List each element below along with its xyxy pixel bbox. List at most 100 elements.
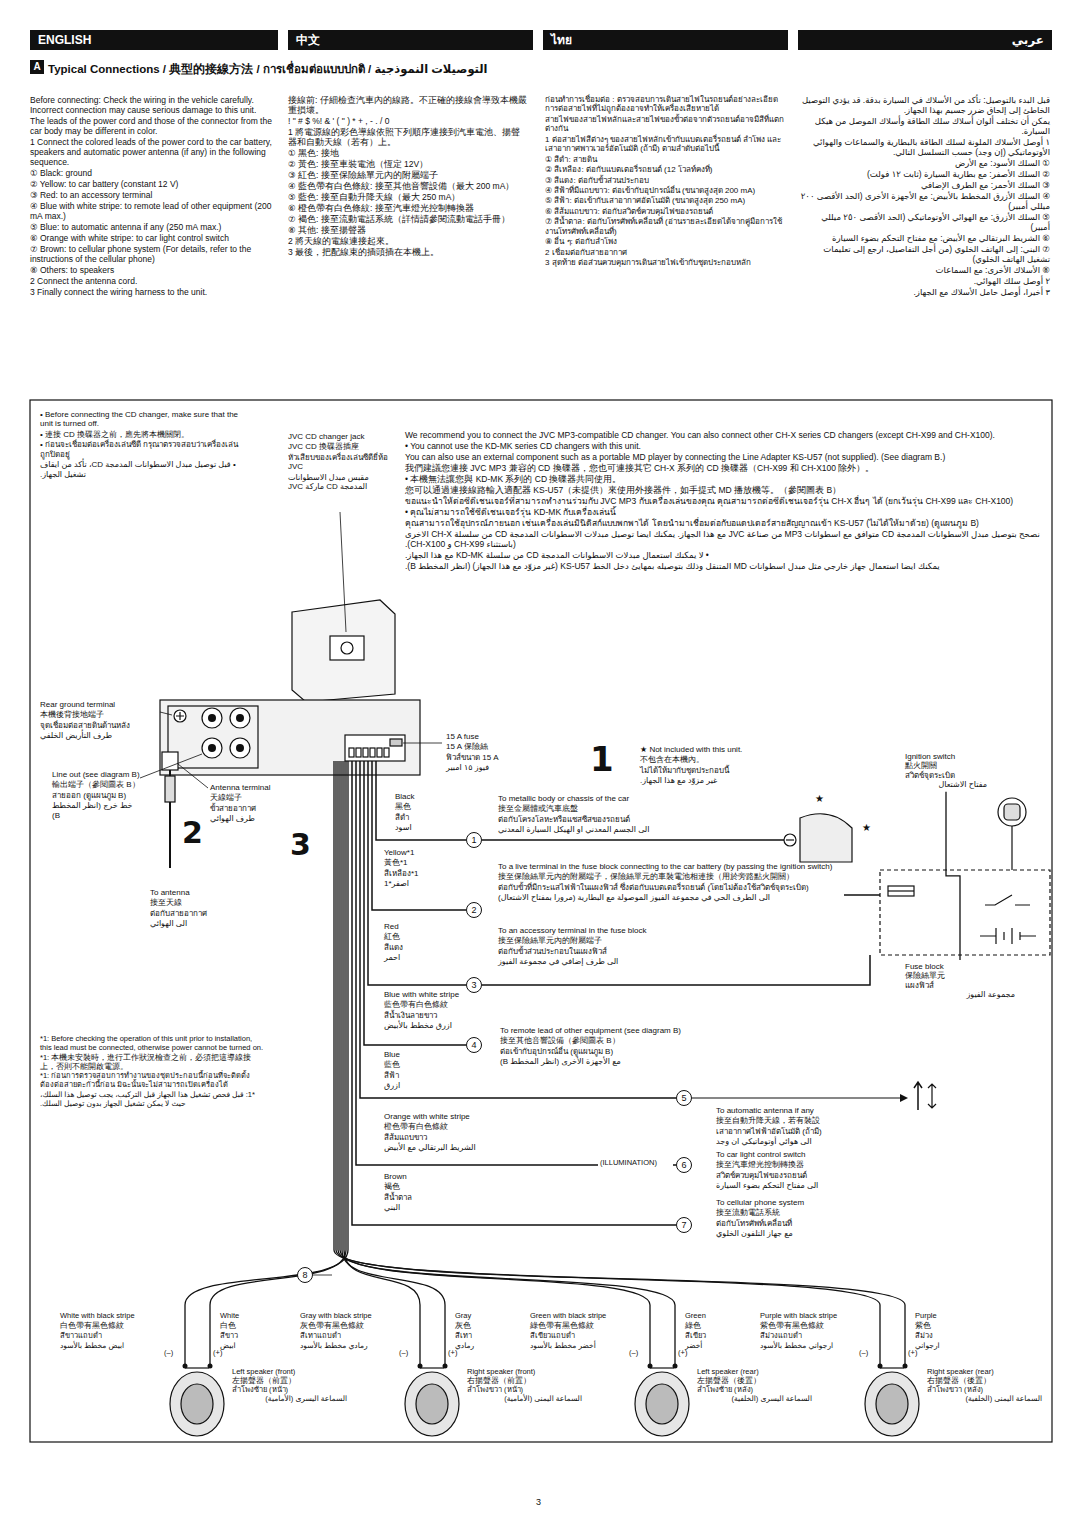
label-text: To remote lead of other equipment (see d… — [500, 1026, 730, 1035]
label-text: 接至其他音響設備（參閱圖表 B） — [500, 1036, 730, 1045]
label-text: الى هوائي أوتوماتيكي ان وجد — [716, 1137, 936, 1146]
label-group: ★ Not included with this unit.不包含在本機內。ไม… — [640, 745, 780, 787]
label-text: 白色 — [220, 1322, 270, 1331]
label-group: (–) — [859, 1349, 877, 1359]
label-text: White — [220, 1312, 270, 1321]
label-text: اصفر*1 — [384, 879, 459, 888]
battery-leads — [980, 935, 1036, 936]
label-group: A — [30, 60, 44, 75]
label-text: ٣ أخيرا، أوصل حامل الأسلاك مع الجهاز. — [800, 287, 1050, 297]
node-text: Right speaker (front) — [467, 1368, 582, 1377]
label-text: Purple — [915, 1312, 975, 1321]
node-text: Fuse block — [905, 962, 1015, 971]
cd-changer-jack — [330, 636, 364, 660]
connector-pin — [363, 748, 368, 757]
label-text: طرف التأريض الخلفي — [40, 731, 158, 740]
speaker-icon — [170, 1372, 224, 1436]
fuse-symbol — [888, 886, 914, 896]
node-text: 中文 — [296, 33, 525, 47]
label-group: To metallic body or chassis of the car接至… — [498, 794, 778, 836]
node-text: السماعة اليسرى (الأمامية) — [232, 1395, 347, 1404]
label-text: 輸出端子（參閱圖表 B） — [52, 780, 140, 789]
label-text: 1 將電源線的彩色導線依照下列順序連接到汽車電池、揚聲器和自動天線（若有）上。 — [288, 127, 528, 147]
label-text: To a live terminal in the fuse block con… — [498, 862, 838, 871]
component-label: Ignition switch點火開關สวิตช์จุดระเบิดمفتاح … — [905, 752, 987, 790]
label-text: สีเขียวแถบดำ — [530, 1332, 645, 1341]
label-text: ⑤ Blue: to automatic antenna if any (250… — [30, 222, 275, 232]
label-text: สีเหลือง*1 — [384, 869, 459, 878]
node-text: السماعة اليسرى (الخلفية) — [697, 1395, 812, 1404]
label-text: JVC CD changer jack — [288, 432, 393, 441]
ground-screw-slot — [176, 712, 184, 720]
label-text: أخضر — [685, 1342, 735, 1351]
label-group: Purple紫色สีม่วงارجواني — [915, 1312, 975, 1351]
label-text: • لا يمكنك استعمال مبدلات الاسطوانات الم… — [405, 550, 1050, 560]
label-group: We recommend you to connect the JVC MP3-… — [405, 430, 1050, 572]
label-text: ابيض مخطط بالأسود — [60, 1342, 175, 1351]
label-text: 黑色 — [395, 802, 470, 811]
label-text: ⑦ 褐色: 接至流動電話系統（詳情請參閱流動電話手冊） — [288, 214, 528, 224]
label-text: White with black stripe — [60, 1312, 175, 1321]
label-text: مع الأجهزة الأخرى (انظر المخطط B) — [500, 1057, 730, 1066]
label-text: رمادي مخطط بالأسود — [300, 1342, 410, 1351]
label-group: 15 A fuse15 A 保險絲ฟิวส์ขนาด 15 Aفيوز ١٥ ا… — [446, 732, 531, 774]
node-text: Ignition switch — [905, 752, 987, 761]
leader-line — [160, 712, 172, 715]
leader-line — [178, 764, 208, 788]
label-text: (–) — [859, 1349, 877, 1358]
label-text: ขั้วสายอากาศ — [210, 804, 300, 813]
speaker-cone — [181, 1384, 213, 1424]
antenna-jack — [162, 752, 178, 770]
connector-pin — [377, 748, 382, 757]
rca-jack-pin — [236, 744, 244, 752]
label-text: 接至自動升降天線，若有裝設 — [716, 1116, 936, 1125]
label-text: ③ สีแดง: ต่อกับขั้วส่วนประกอบ — [545, 176, 787, 185]
car-chassis — [800, 814, 852, 862]
label-text: ! " # $ %! & ' ( " ) * + , - . / 0 — [288, 116, 528, 126]
label-text: 8 — [297, 1267, 313, 1283]
label-text: 接至保險絲單元內的附屬端子 — [498, 936, 748, 945]
label-text: (+) — [213, 1349, 231, 1358]
label-text: قبل البدء بالتوصيل: تأكد من الأسلاك في ا… — [800, 95, 1050, 115]
label-text: (–) — [399, 1349, 417, 1358]
speaker-wire — [336, 761, 880, 1366]
label-text: (+) — [678, 1349, 696, 1358]
label-text: ★ Not included with this unit. — [640, 745, 780, 754]
leader-line — [140, 754, 202, 778]
speaker-bracket — [420, 1367, 444, 1368]
leader-line — [313, 1275, 332, 1276]
label-text: *1: 本機未安裝時，進行工作狀況檢查之前，必須把這導線接上，否則不能開啟電源。 — [40, 1054, 265, 1072]
label-text: 藍色 — [384, 1060, 454, 1069]
label-text: خط خرج (انظر المخطط B) — [52, 801, 140, 820]
label-text: Line out (see diagram B) — [52, 770, 140, 779]
node-text: السماعة اليمنى (الخلفية) — [927, 1395, 1042, 1404]
label-text: Before connecting: Check the wiring in t… — [30, 95, 275, 115]
label-text: สีม่วงแถบดำ — [760, 1332, 875, 1341]
label-text: Gray — [455, 1312, 505, 1321]
label-text: Purple with black stripe — [760, 1312, 875, 1321]
label-group: 3 — [466, 977, 482, 993]
label-text: ⑦ สีน้ำตาล: ต่อกับโทรศัพท์เคลื่อนที่ (อ่… — [545, 217, 787, 236]
label-text: 褐色 — [384, 1182, 454, 1191]
node-text: 左揚聲器（前置） — [232, 1377, 347, 1386]
label-text: (+) — [908, 1349, 926, 1358]
label-group: Red紅色สีแดงاحمر — [384, 922, 454, 964]
label-text: The leads of the power cord and those of… — [30, 116, 275, 136]
label-text: 1 Connect the colored leads of the power… — [30, 137, 275, 167]
label-text: رمادي — [455, 1342, 505, 1351]
label-text: 7 — [676, 1217, 692, 1233]
speaker-label: Left speaker (rear)左揚聲器（後置）ลำโพงซ้าย (หล… — [697, 1368, 812, 1403]
label-group: To remote lead of other equipment (see d… — [500, 1026, 730, 1068]
label-text: Brown — [384, 1172, 454, 1181]
label-text: 接至汽車燈光控制轉換器 — [716, 1160, 936, 1169]
label-group: White with black stripe白色帶有黑色條紋สีขาวแถบด… — [60, 1312, 175, 1351]
label-group: Line out (see diagram B)輸出端子（參閱圖表 B） สายอ… — [52, 770, 140, 821]
label-group: ★ — [815, 793, 827, 806]
label-text: • قبل توصيل مبدل الاسطوانات المدمجة CD، … — [40, 460, 240, 479]
label-text: 3 — [536, 1497, 556, 1508]
label-text: สายออก (ดูแผนภูม B) — [52, 791, 140, 800]
language-tab: عربي — [798, 30, 1052, 50]
connector-pin — [370, 748, 375, 757]
label-text: 3 最後，把配線束的插頭插在本機上。 — [288, 247, 528, 257]
